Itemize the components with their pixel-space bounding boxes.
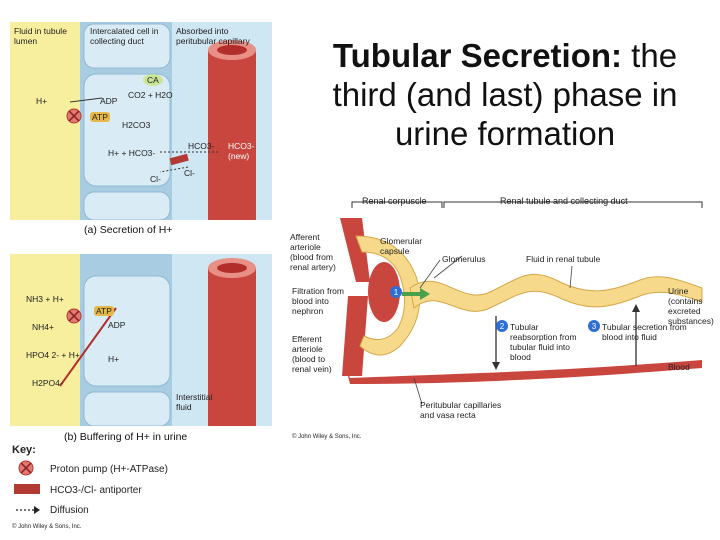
step-3-number: 3: [592, 322, 597, 331]
label-ca: CA: [147, 75, 159, 85]
nephron-diagram: 1 2 3 Renal corpuscle Renal tubule and c…: [290, 196, 718, 446]
antiporter-icon: [169, 153, 189, 166]
key-symbols: [14, 460, 40, 514]
label-h-hco3: H+ + HCO3-: [108, 148, 156, 158]
peritubular-capillary: [208, 50, 256, 220]
label-efferent: Efferent arteriole (blood to renal vein): [292, 334, 332, 374]
label-glomerular-capsule: Glomerular capsule: [380, 236, 423, 256]
label-hco3-new: HCO3- (new): [228, 141, 255, 161]
step-1-badge: [390, 286, 402, 298]
glomerular-capsule: [355, 235, 421, 356]
lumen-zone-b: [10, 254, 80, 426]
title-rest: the third (and last) phase in urine form…: [332, 37, 678, 152]
label-h2co3: H2CO3: [122, 120, 151, 130]
label-tubule-duct: Renal tubule and collecting duct: [500, 196, 628, 206]
step-3-badge: [588, 320, 600, 332]
panel-b-caption: (b) Buffering of H+ in urine: [64, 431, 188, 443]
label-cl-cell: Cl-: [150, 174, 161, 184]
nephron-illustration: 1 2 3: [340, 201, 703, 405]
label-blood: Blood: [668, 362, 690, 372]
key-item-pump: Proton pump (H+-ATPase): [50, 464, 168, 475]
label-glomerulus: Glomerulus: [442, 254, 486, 264]
label-cl-cap: Cl-: [184, 168, 195, 178]
label-afferent: Afferent arteriole (blood from renal art…: [290, 232, 336, 272]
key-legend: Key: Proton pump (H+-ATPase) HCO3-/Cl- a…: [10, 444, 272, 538]
key-title: Key:: [12, 444, 36, 456]
label-intercalated-cell: Intercalated cell in collecting duct: [90, 26, 159, 46]
label-h-plus-b: H+: [108, 354, 120, 364]
label-co2-h2o: CO2 + H2O: [128, 90, 173, 100]
label-reabsorption: Tubular reabsorption from tubular fluid …: [510, 322, 577, 362]
label-h-plus: H+: [36, 96, 48, 106]
label-atp-b: ATP: [94, 306, 114, 316]
ca-enzyme: [143, 74, 163, 86]
bracket-tubule: [443, 201, 703, 208]
label-filtration: Filtration from blood into nephron: [292, 286, 344, 316]
key-antiporter-icon: [14, 484, 40, 494]
key-item-antiporter: HCO3-/Cl- antiporter: [50, 485, 142, 496]
label-fluid-lumen: Fluid in tubule lumen: [14, 26, 67, 46]
bracket-corpuscle: [351, 201, 443, 208]
efferent-arteriole: [342, 296, 368, 376]
upper-cell: [83, 23, 171, 69]
key-item-diffusion: Diffusion: [50, 505, 89, 516]
label-capillary: Absorbed into peritubular capillary: [176, 26, 250, 46]
label-secretion: Tubular secretion from blood into fluid: [602, 322, 687, 342]
label-hco3-in: HCO3-: [188, 141, 215, 151]
label-fluid-tubule: Fluid in renal tubule: [526, 254, 601, 264]
panel-b-illustration: [10, 254, 272, 427]
label-hpo4: HPO4 2- + H+: [26, 350, 80, 360]
afferent-arteriole: [340, 218, 370, 282]
label-nh3: NH3 + H+: [26, 294, 64, 304]
label-peritubular: Peritubular capillaries and vasa recta: [420, 400, 502, 420]
label-atp: ATP: [90, 112, 110, 122]
title-bold: Tubular Secretion:: [332, 37, 623, 74]
peritubular-capillary-line: [346, 360, 702, 384]
label-h2po4: H2PO4-: [32, 378, 63, 388]
renal-tubule: [409, 273, 703, 312]
panel-a-caption: (a) Secretion of H+: [84, 224, 173, 236]
cell-b: [83, 275, 171, 387]
intercalated-cell: [83, 73, 171, 187]
lower-cell: [83, 191, 171, 221]
label-adp-b: ADP: [108, 320, 126, 330]
label-urine: Urine (contains excreted substances): [668, 286, 714, 326]
panel-a-secretion: Fluid in tubule lumen Intercalated cell …: [10, 22, 272, 221]
step-2-number: 2: [500, 322, 505, 331]
label-adp: ADP: [100, 96, 118, 106]
slide-title: Tubular Secretion: the third (and last) …: [300, 36, 710, 153]
label-renal-corpuscle: Renal corpuscle: [362, 196, 427, 206]
label-interstitial: Interstitial fluid: [176, 392, 213, 412]
label-nh4: NH4+: [32, 322, 54, 332]
panel-b-buffering: NH3 + H+ NH4+ ATP ADP HPO4 2- + H+ H2PO4…: [10, 254, 272, 427]
lumen-zone: [10, 22, 80, 220]
nephron-copyright: © John Wiley & Sons, Inc.: [292, 434, 362, 440]
step-2-badge: [496, 320, 508, 332]
capillary-b: [208, 268, 256, 426]
step-1-number: 1: [394, 288, 399, 297]
key-copyright: © John Wiley & Sons, Inc.: [12, 524, 82, 530]
glomerulus: [368, 262, 400, 322]
